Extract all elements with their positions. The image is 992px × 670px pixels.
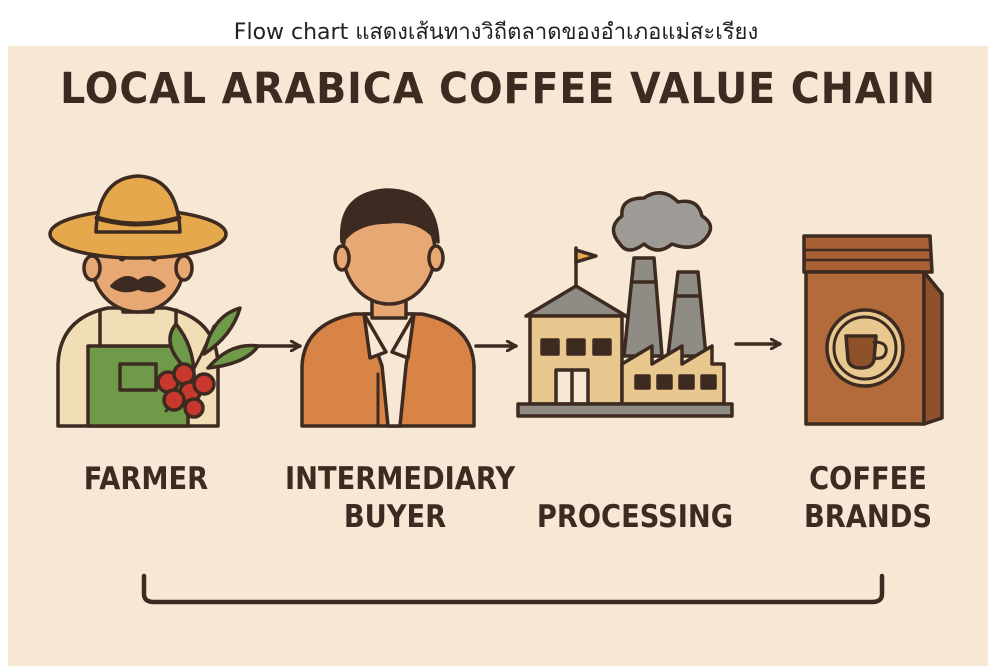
factory-icon (516, 191, 734, 418)
stage-label-line: BUYER (343, 499, 447, 535)
stage-label-line: INTERMEDIARY (285, 461, 516, 497)
infographic-title: LOCAL ARABICA COFFEE VALUE CHAIN (60, 64, 936, 114)
figure-caption: Flow chart แสดงเส้นทางวิถีตลาดของอำเภอแม… (233, 20, 759, 45)
stage-label-line: COFFEE (809, 461, 927, 497)
infographic-poster: LOCAL ARABICA COFFEE VALUE CHAIN (8, 46, 988, 666)
stage-label-line: FARMER (83, 461, 209, 497)
stage-label-coffee-brands: COFFEE BRANDS (789, 460, 947, 536)
stage-label-line: PROCESSING (536, 499, 734, 535)
stage-label-line: BRANDS (803, 499, 933, 535)
stage-label-intermediary-buyer: INTERMEDIARY BUYER (285, 460, 516, 536)
coffee-bag-icon (802, 234, 944, 426)
stage-label-processing: PROCESSING (534, 498, 736, 536)
farmer-icon (48, 174, 260, 428)
chain-bracket (141, 573, 885, 605)
stage-label-farmer: FARMER (58, 460, 234, 498)
value-chain-illustration (48, 174, 944, 605)
person-icon (300, 188, 476, 428)
